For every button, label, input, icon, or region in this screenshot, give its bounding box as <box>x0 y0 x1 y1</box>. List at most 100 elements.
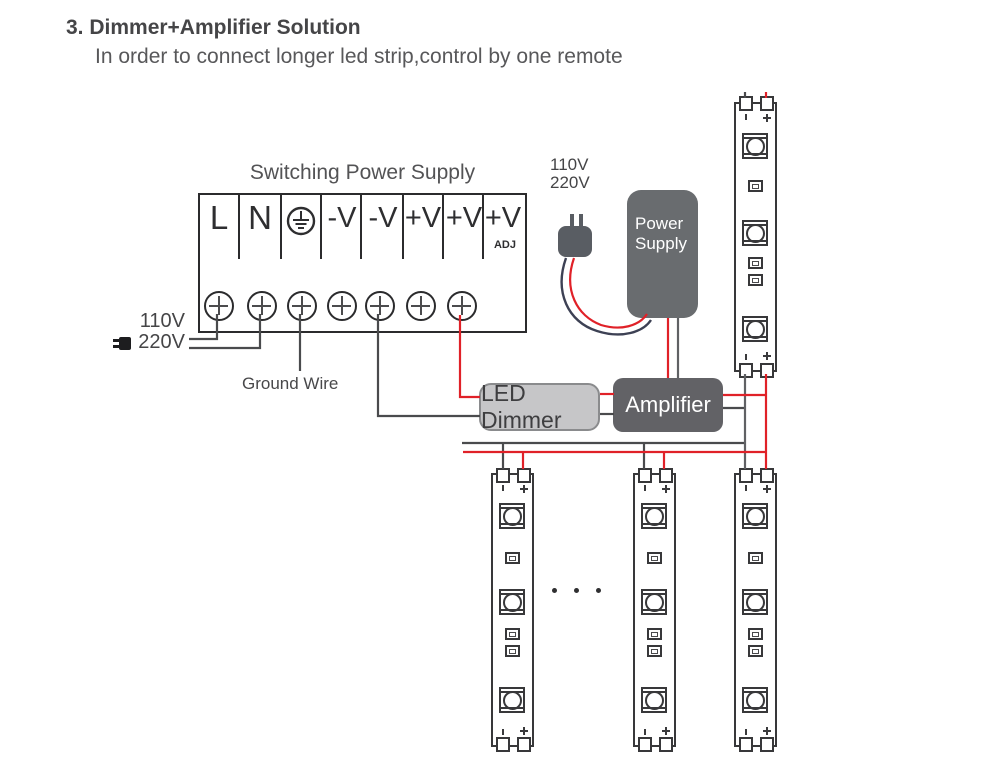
terminal-label-posV-2: +V <box>445 202 483 234</box>
resistor-icon <box>505 645 520 657</box>
resistor-icon <box>505 552 520 564</box>
solder-pad <box>739 737 753 752</box>
resistor-icon <box>748 180 763 192</box>
ac-plug-icon <box>579 214 583 227</box>
solder-pad <box>760 737 774 752</box>
led-chip-icon <box>742 220 768 246</box>
led-dimmer-box: LED Dimmer <box>479 380 600 433</box>
polarity-plus-mark <box>763 352 771 360</box>
solder-pad <box>739 468 753 483</box>
led-chip-icon <box>742 687 768 713</box>
mains-220v: 220V <box>138 331 185 353</box>
terminal-divider <box>442 195 444 259</box>
solder-pad <box>739 96 753 111</box>
power-supply-label: Supply <box>635 234 687 253</box>
screw-terminal-icon <box>327 291 357 321</box>
ellipsis-dot <box>552 588 557 593</box>
polarity-plus-mark <box>520 727 528 735</box>
polarity-plus-mark <box>520 485 528 493</box>
solder-pad <box>760 468 774 483</box>
mains-110v: 110V <box>139 310 185 332</box>
screw-terminal-icon <box>406 291 436 321</box>
polarity-minus-mark <box>502 729 504 735</box>
solder-pad <box>496 737 510 752</box>
screw-terminal-icon <box>287 291 317 321</box>
solder-pad <box>659 737 673 752</box>
led-chip-icon <box>742 133 768 159</box>
led-chip-icon <box>641 503 667 529</box>
terminal-label-N: N <box>248 199 272 236</box>
polarity-minus-mark <box>745 354 747 360</box>
ellipsis-dot <box>596 588 601 593</box>
solder-pad <box>760 363 774 378</box>
polarity-plus-mark <box>763 114 771 122</box>
adj-label: ADJ <box>493 239 517 251</box>
screw-terminal-icon <box>204 291 234 321</box>
resistor-icon <box>748 645 763 657</box>
terminal-divider <box>280 195 282 259</box>
polarity-minus-mark <box>745 729 747 735</box>
solder-pad <box>659 468 673 483</box>
solder-pad <box>760 96 774 111</box>
solder-pad <box>638 737 652 752</box>
resistor-icon <box>647 645 662 657</box>
page-title: 3. Dimmer+Amplifier Solution <box>66 16 361 39</box>
led-chip-icon <box>499 687 525 713</box>
solder-pad <box>739 363 753 378</box>
resistor-icon <box>647 552 662 564</box>
terminal-label-posV-adj: +V <box>484 202 522 234</box>
led-strip <box>734 468 777 752</box>
ellipsis-dot <box>574 588 579 593</box>
amplifier-box: Amplifier <box>613 378 723 432</box>
polarity-plus-mark <box>662 485 670 493</box>
solder-pad <box>496 468 510 483</box>
terminal-label-L: L <box>209 199 229 236</box>
ac-110v: 110V <box>550 155 589 174</box>
terminal-divider <box>402 195 404 259</box>
terminal-divider <box>238 195 240 259</box>
led-chip-icon <box>742 589 768 615</box>
led-chip-icon <box>641 589 667 615</box>
ac-plug-icon <box>119 337 131 350</box>
led-strip <box>491 468 534 752</box>
solder-pad <box>517 737 531 752</box>
power-supply-label: Power <box>635 214 684 233</box>
screw-terminal-icon <box>447 291 477 321</box>
resistor-icon <box>748 552 763 564</box>
amplifier-label: Amplifier <box>625 392 711 417</box>
ground-wire-label: Ground Wire <box>242 374 339 393</box>
polarity-minus-mark <box>745 114 747 120</box>
solder-pad <box>638 468 652 483</box>
screw-terminal-icon <box>365 291 395 321</box>
screw-terminal-icon <box>247 291 277 321</box>
solder-pad <box>517 468 531 483</box>
led-chip-icon <box>641 687 667 713</box>
terminal-divider <box>482 195 484 259</box>
ac-voltage-label: 110V 220V <box>550 156 590 191</box>
ground-terminal-icon <box>285 205 317 242</box>
polarity-plus-mark <box>763 727 771 735</box>
ac-plug-icon <box>113 339 119 342</box>
resistor-icon <box>748 274 763 286</box>
terminal-label-negV-1: -V <box>327 202 357 234</box>
led-chip-icon <box>742 503 768 529</box>
terminal-label-negV-2: -V <box>368 202 398 234</box>
power-supply-box: Power Supply <box>627 190 698 318</box>
polarity-plus-mark <box>662 727 670 735</box>
resistor-icon <box>748 628 763 640</box>
polarity-minus-mark <box>502 485 504 491</box>
terminal-divider <box>360 195 362 259</box>
switching-power-supply-label: Switching Power Supply <box>249 161 476 184</box>
polarity-minus-mark <box>745 485 747 491</box>
polarity-minus-mark <box>644 485 646 491</box>
ac-plug-icon <box>113 345 119 348</box>
led-chip-icon <box>499 503 525 529</box>
polarity-minus-mark <box>644 729 646 735</box>
terminal-label-posV-1: +V <box>404 202 442 234</box>
led-dimmer-label: LED Dimmer <box>481 380 562 433</box>
mains-voltage-label: 110V 220V <box>100 311 185 353</box>
resistor-icon <box>748 257 763 269</box>
led-strip <box>633 468 676 752</box>
page-subtitle: In order to connect longer led strip,con… <box>95 45 623 68</box>
